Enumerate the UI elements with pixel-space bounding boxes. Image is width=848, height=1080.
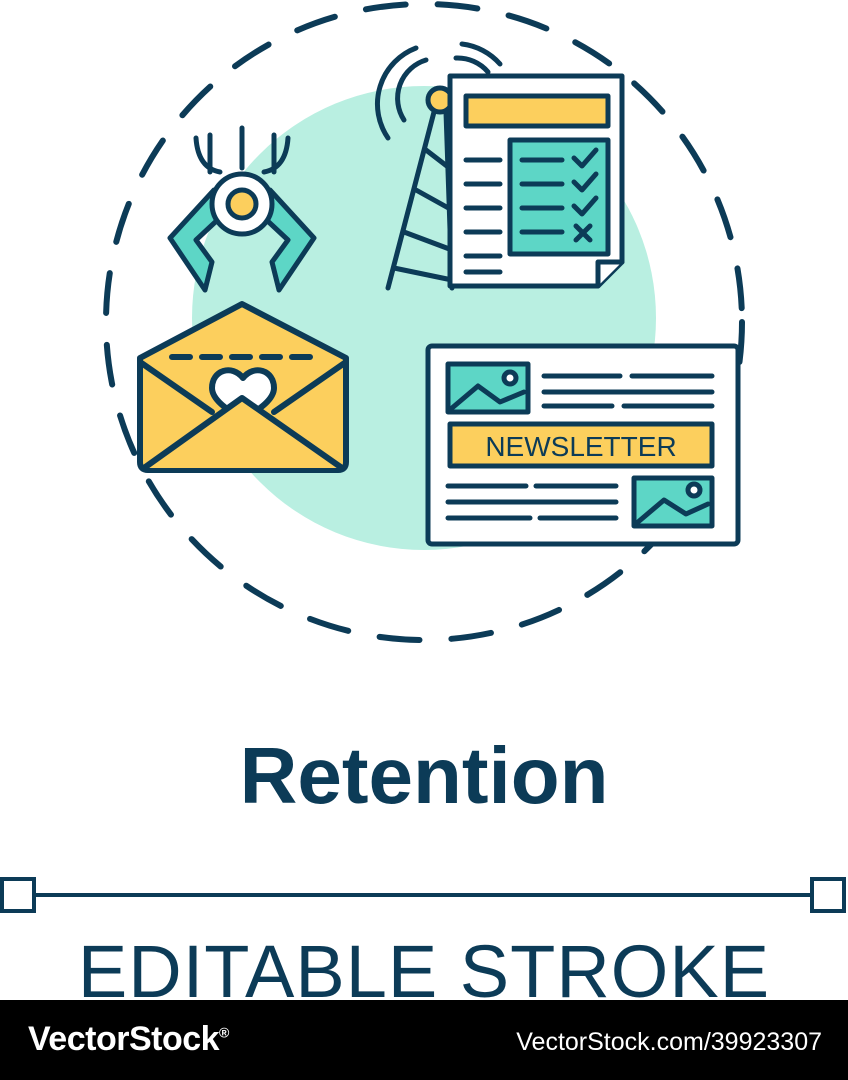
credit-link[interactable]: VectorStock.com/39923307 [516, 1028, 822, 1056]
robotic-claw-icon [167, 125, 317, 293]
subtitle: EDITABLE STROKE [77, 930, 771, 1013]
brand-name: VectorStock [28, 1020, 220, 1058]
registered-mark: ® [219, 1024, 229, 1041]
newsletter-label: NEWSLETTER [485, 431, 676, 462]
dashed-frame-circle [103, 1, 745, 643]
newsletter-card-icon [425, 343, 741, 547]
stroke-end-handle [810, 877, 846, 913]
retention-concept-illustration: NEWSLETTER [103, 1, 745, 643]
editable-stroke-line [0, 877, 846, 913]
radio-tower-icon [374, 41, 503, 291]
brand-logo[interactable]: VectorStock® [28, 1020, 229, 1059]
page-title: Retention [239, 731, 609, 820]
envelope-heart-icon [137, 301, 349, 473]
checklist-document-icon [447, 73, 625, 289]
watermark-footer: VectorStock® VectorStock.com/39923307 [0, 1000, 848, 1080]
stroke-start-handle [0, 877, 36, 913]
